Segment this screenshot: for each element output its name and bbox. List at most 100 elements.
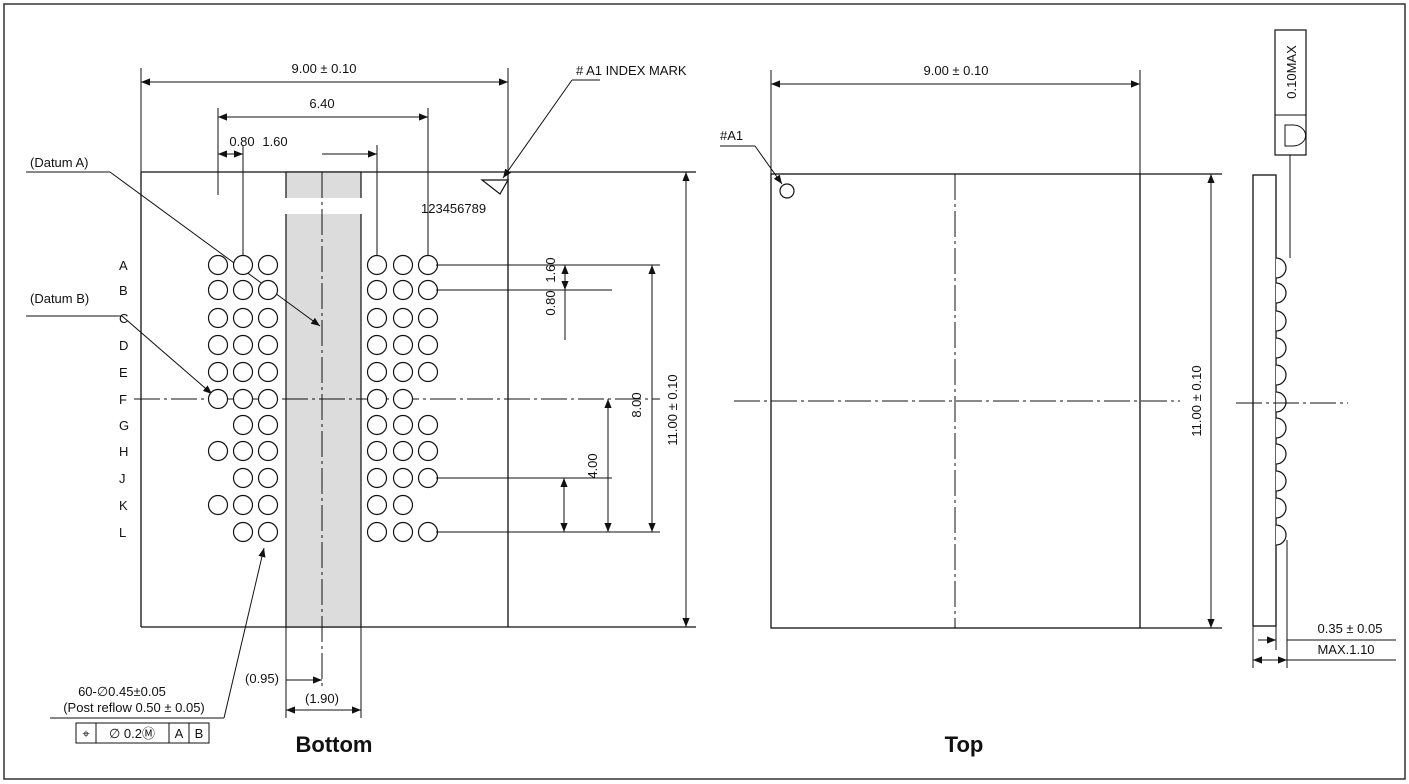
solder-ball (257, 361, 279, 383)
solder-ball (232, 467, 254, 489)
side-solder-ball (1275, 282, 1287, 304)
solder-ball (366, 521, 388, 543)
solder-ball (232, 521, 254, 543)
solder-ball (232, 440, 254, 462)
position-symbol: ⌖ (82, 726, 90, 741)
solder-ball (392, 334, 414, 356)
solder-ball (232, 279, 254, 301)
datum-a-ref: A (175, 726, 184, 741)
solder-ball (257, 467, 279, 489)
solder-ball (207, 361, 229, 383)
solder-ball (366, 414, 388, 436)
ball-spec-line-1: 60-∅0.45±0.05 (78, 684, 166, 699)
top-view: 9.00 ± 0.10 #A1 11.00 ± 0.10 Top (720, 63, 1222, 757)
dim-half-height-label: 4.00 (585, 453, 600, 478)
profile-symbol (1284, 124, 1307, 147)
row-letter-e: E (119, 365, 128, 380)
side-solder-ball (1275, 310, 1287, 332)
solder-ball (257, 307, 279, 329)
solder-ball (417, 467, 439, 489)
side-view: 0.10MAX 0.35 ± 0.05 MAX.1.10 (1236, 29, 1396, 668)
datum-a-leader (109, 171, 321, 327)
row-letter-f: F (119, 392, 127, 407)
dim-full-gap-label: (1.90) (305, 691, 339, 706)
solder-ball (257, 254, 279, 276)
datum-b-leader (121, 315, 213, 395)
solder-ball (366, 440, 388, 462)
tolerance-value: ∅ 0.2Ⓜ (109, 726, 155, 741)
dim-pitch-label: 0.80 (229, 134, 254, 149)
solder-ball (417, 361, 439, 383)
a1-index-triangle (480, 179, 510, 195)
solder-ball (392, 279, 414, 301)
solder-ball (366, 254, 388, 276)
solder-ball (257, 494, 279, 516)
solder-ball (232, 361, 254, 383)
top-view-title: Top (945, 732, 984, 757)
pin1-dot (779, 183, 795, 199)
index-leader (502, 79, 573, 179)
solder-ball (417, 334, 439, 356)
bottom-view: 9.00 ± 0.10 6.40 0.80 1.60 # A1 INDEX MA… (26, 61, 696, 757)
solder-ball (392, 307, 414, 329)
side-solder-ball (1275, 443, 1287, 465)
side-solder-ball (1275, 257, 1287, 279)
solder-ball (207, 279, 229, 301)
solder-ball (232, 254, 254, 276)
pin1-label: #A1 (720, 128, 743, 143)
solder-ball (207, 334, 229, 356)
solder-ball (392, 388, 414, 410)
side-solder-ball (1275, 337, 1287, 359)
column-numbers: 123456789 (421, 201, 486, 216)
solder-ball (366, 279, 388, 301)
index-mark-label: # A1 INDEX MARK (576, 63, 687, 78)
solder-ball (392, 440, 414, 462)
solder-ball (232, 494, 254, 516)
ball-spec-line-2: (Post reflow 0.50 ± 0.05) (63, 700, 205, 715)
solder-ball (392, 361, 414, 383)
solder-ball (392, 414, 414, 436)
tolerance-frame: ⌖ ∅ 0.2Ⓜ A B (75, 722, 210, 744)
solder-ball (417, 307, 439, 329)
solder-ball (232, 307, 254, 329)
row-letter-k: K (119, 498, 128, 513)
top-dim-height-label: 11.00 ± 0.10 (1189, 365, 1204, 436)
top-dim-width-label: 9.00 ± 0.10 (924, 63, 989, 78)
solder-ball (207, 388, 229, 410)
dim-standoff-label: 0.35 ± 0.05 (1318, 621, 1383, 636)
datum-b-label: (Datum B) (30, 291, 89, 306)
bottom-view-title: Bottom (296, 732, 373, 757)
dim-max-height-label: MAX.1.10 (1317, 642, 1374, 657)
dim-span-label: 6.40 (309, 96, 334, 111)
dim-ball-pitch-label: 0.80 (543, 290, 558, 315)
side-solder-ball (1275, 524, 1287, 546)
row-letter-g: G (119, 418, 129, 433)
side-solder-ball (1275, 364, 1287, 386)
band-notch (280, 198, 368, 214)
solder-ball (392, 521, 414, 543)
solder-ball (366, 361, 388, 383)
solder-ball (417, 414, 439, 436)
side-solder-ball (1275, 391, 1287, 413)
solder-ball (392, 494, 414, 516)
dim-height-label: 11.00 ± 0.10 (665, 374, 680, 445)
solder-ball (207, 307, 229, 329)
solder-ball (232, 334, 254, 356)
row-letter-d: D (119, 338, 128, 353)
solder-ball (257, 279, 279, 301)
row-letter-c: C (119, 311, 128, 326)
solder-ball (257, 388, 279, 410)
row-letter-l: L (119, 525, 126, 540)
solder-ball (392, 467, 414, 489)
solder-ball (366, 334, 388, 356)
ball-spec-leader (223, 547, 266, 719)
coplanarity-label: 0.10MAX (1284, 45, 1299, 99)
solder-ball (392, 254, 414, 276)
datum-a-label: (Datum A) (30, 155, 89, 170)
ball-grid (207, 254, 439, 543)
side-ball-column (1275, 257, 1287, 546)
row-letter-b: B (119, 283, 128, 298)
row-letter-j: J (119, 471, 126, 486)
